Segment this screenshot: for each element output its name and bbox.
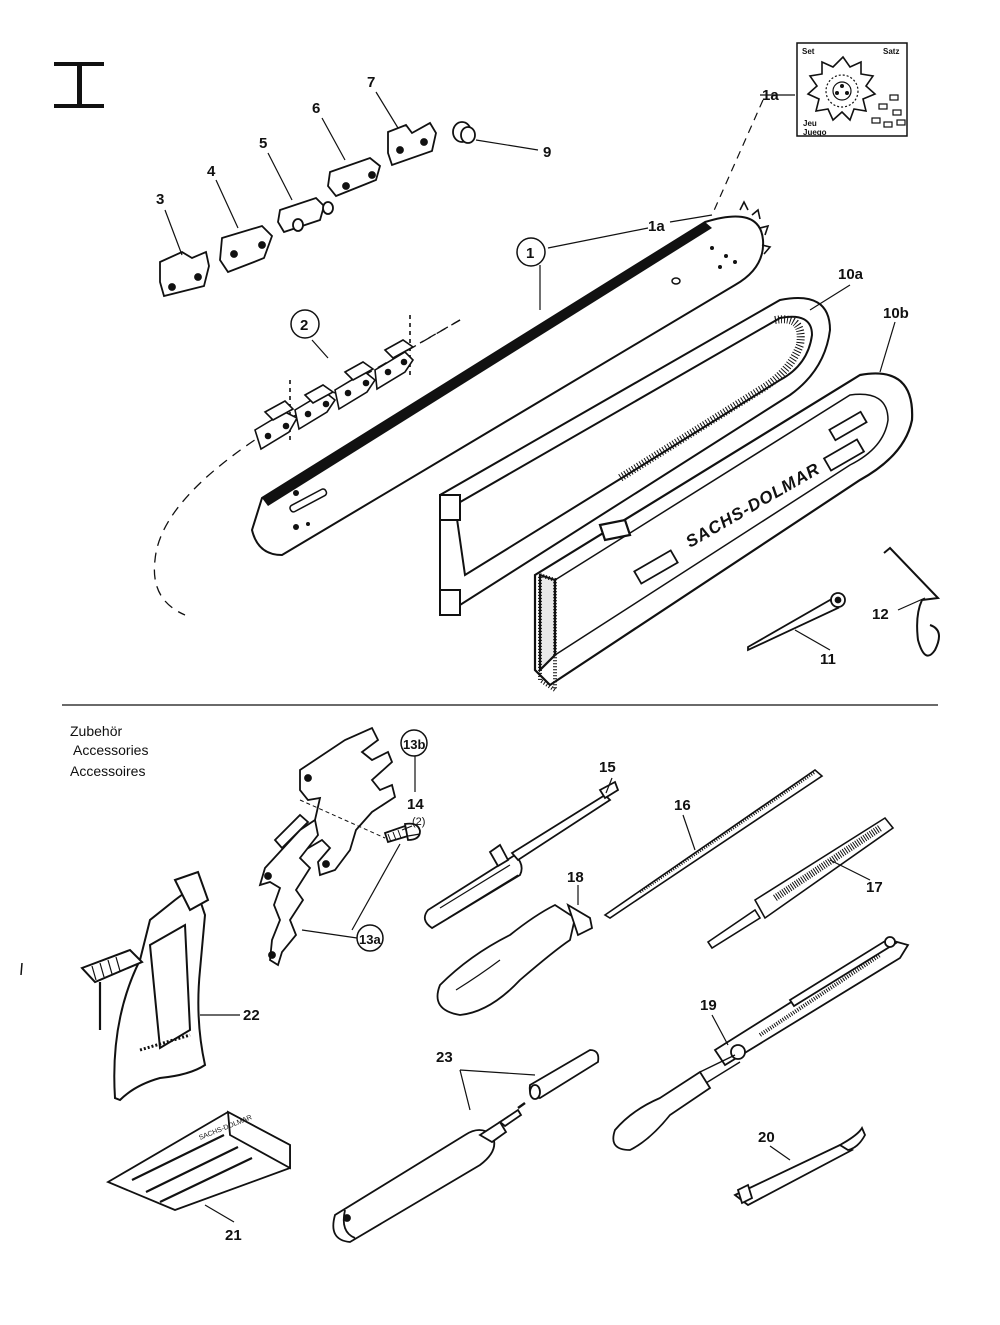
callout-4: 4 [207, 163, 216, 180]
leader-line [711, 99, 764, 216]
callout-3: 3 [156, 191, 164, 208]
sprocket-icon [806, 55, 877, 122]
callout-9: 9 [543, 144, 551, 161]
callout-circle [290, 309, 320, 339]
section-numeral: I [54, 62, 104, 108]
callout-7: 7 [367, 74, 375, 91]
assembly-line [299, 799, 386, 839]
part-9-rivet [452, 121, 476, 144]
callout-1a-bar: 1a [648, 218, 665, 235]
callout-2: 2 [300, 317, 308, 334]
callout-circle [356, 924, 384, 952]
accessories-heading-de: Zubehör [70, 723, 123, 739]
part-11-wedge [747, 592, 846, 652]
scan-mark [20, 962, 23, 976]
callout-circle [516, 237, 546, 267]
callout-19: 19 [700, 997, 717, 1014]
part-19-file-guide [612, 936, 910, 1151]
leader-line [419, 319, 461, 344]
callout-circle [400, 729, 428, 757]
part-17-flat-file [706, 816, 895, 950]
chain-segment [254, 315, 415, 451]
callout-10a: 10a [838, 266, 864, 283]
part-23-grease-gun [332, 1049, 600, 1243]
callout-10b: 10b [883, 305, 909, 322]
callout-1: 1 [526, 245, 534, 262]
part-7-cutter [387, 121, 437, 167]
part-13b-depth-gauge [298, 726, 397, 877]
callout-11: 11 [820, 651, 836, 668]
chain-path-dashed [153, 319, 461, 616]
callout-20: 20 [758, 1129, 775, 1146]
guide-bar [250, 200, 772, 557]
leader-lines-top [164, 91, 926, 651]
rivet-icons [871, 94, 906, 128]
scabbard-10b [533, 372, 914, 694]
callout-16: 16 [674, 797, 691, 814]
callout-22: 22 [243, 1007, 260, 1024]
part-5-rivet-link [277, 196, 334, 234]
callout-17: 17 [866, 879, 883, 896]
callout-23: 23 [436, 1049, 453, 1066]
leader-lines-bottom [200, 756, 871, 1223]
scabbard-10a [439, 297, 832, 616]
box-label-jeu: Jeu [803, 119, 817, 128]
callout-13a: 13a [359, 932, 381, 947]
part-12-spring [883, 546, 941, 657]
box-label-juego: Juego [803, 128, 827, 137]
accessories-heading-en: Accessories [73, 742, 149, 758]
callout-15: 15 [599, 759, 616, 776]
sprocket-set-box: Set Satz Jeu Juego [796, 42, 908, 137]
callout-13b: 13b [403, 737, 425, 752]
part-4-side-link [219, 224, 274, 274]
callout-1a-top: 1a [762, 87, 779, 104]
part-3-cutter [159, 250, 210, 298]
box-label-satz: Satz [883, 47, 899, 56]
callout-6: 6 [312, 100, 320, 117]
box-label-set: Set [802, 47, 815, 56]
part-13a-depth-gauge [258, 813, 319, 967]
part-16-round-file [603, 768, 824, 919]
callout-14: 14 [407, 796, 424, 813]
part-21-felling-wedge: SACHS-DOLMAR [105, 1110, 291, 1211]
part-6-drive-link [327, 156, 382, 198]
part-18-file-handle [436, 903, 594, 1016]
callout-18: 18 [567, 869, 584, 886]
part-15-screwdriver [423, 780, 620, 930]
part-20-depth-tool [733, 1125, 866, 1207]
accessories-heading-fr: Accessoires [70, 763, 146, 779]
part-22-chain-breaker [80, 870, 210, 1102]
callout-14-qty: (2) [412, 816, 425, 828]
callout-5: 5 [259, 135, 267, 152]
callout-21: 21 [225, 1227, 242, 1244]
callout-12: 12 [872, 606, 889, 623]
